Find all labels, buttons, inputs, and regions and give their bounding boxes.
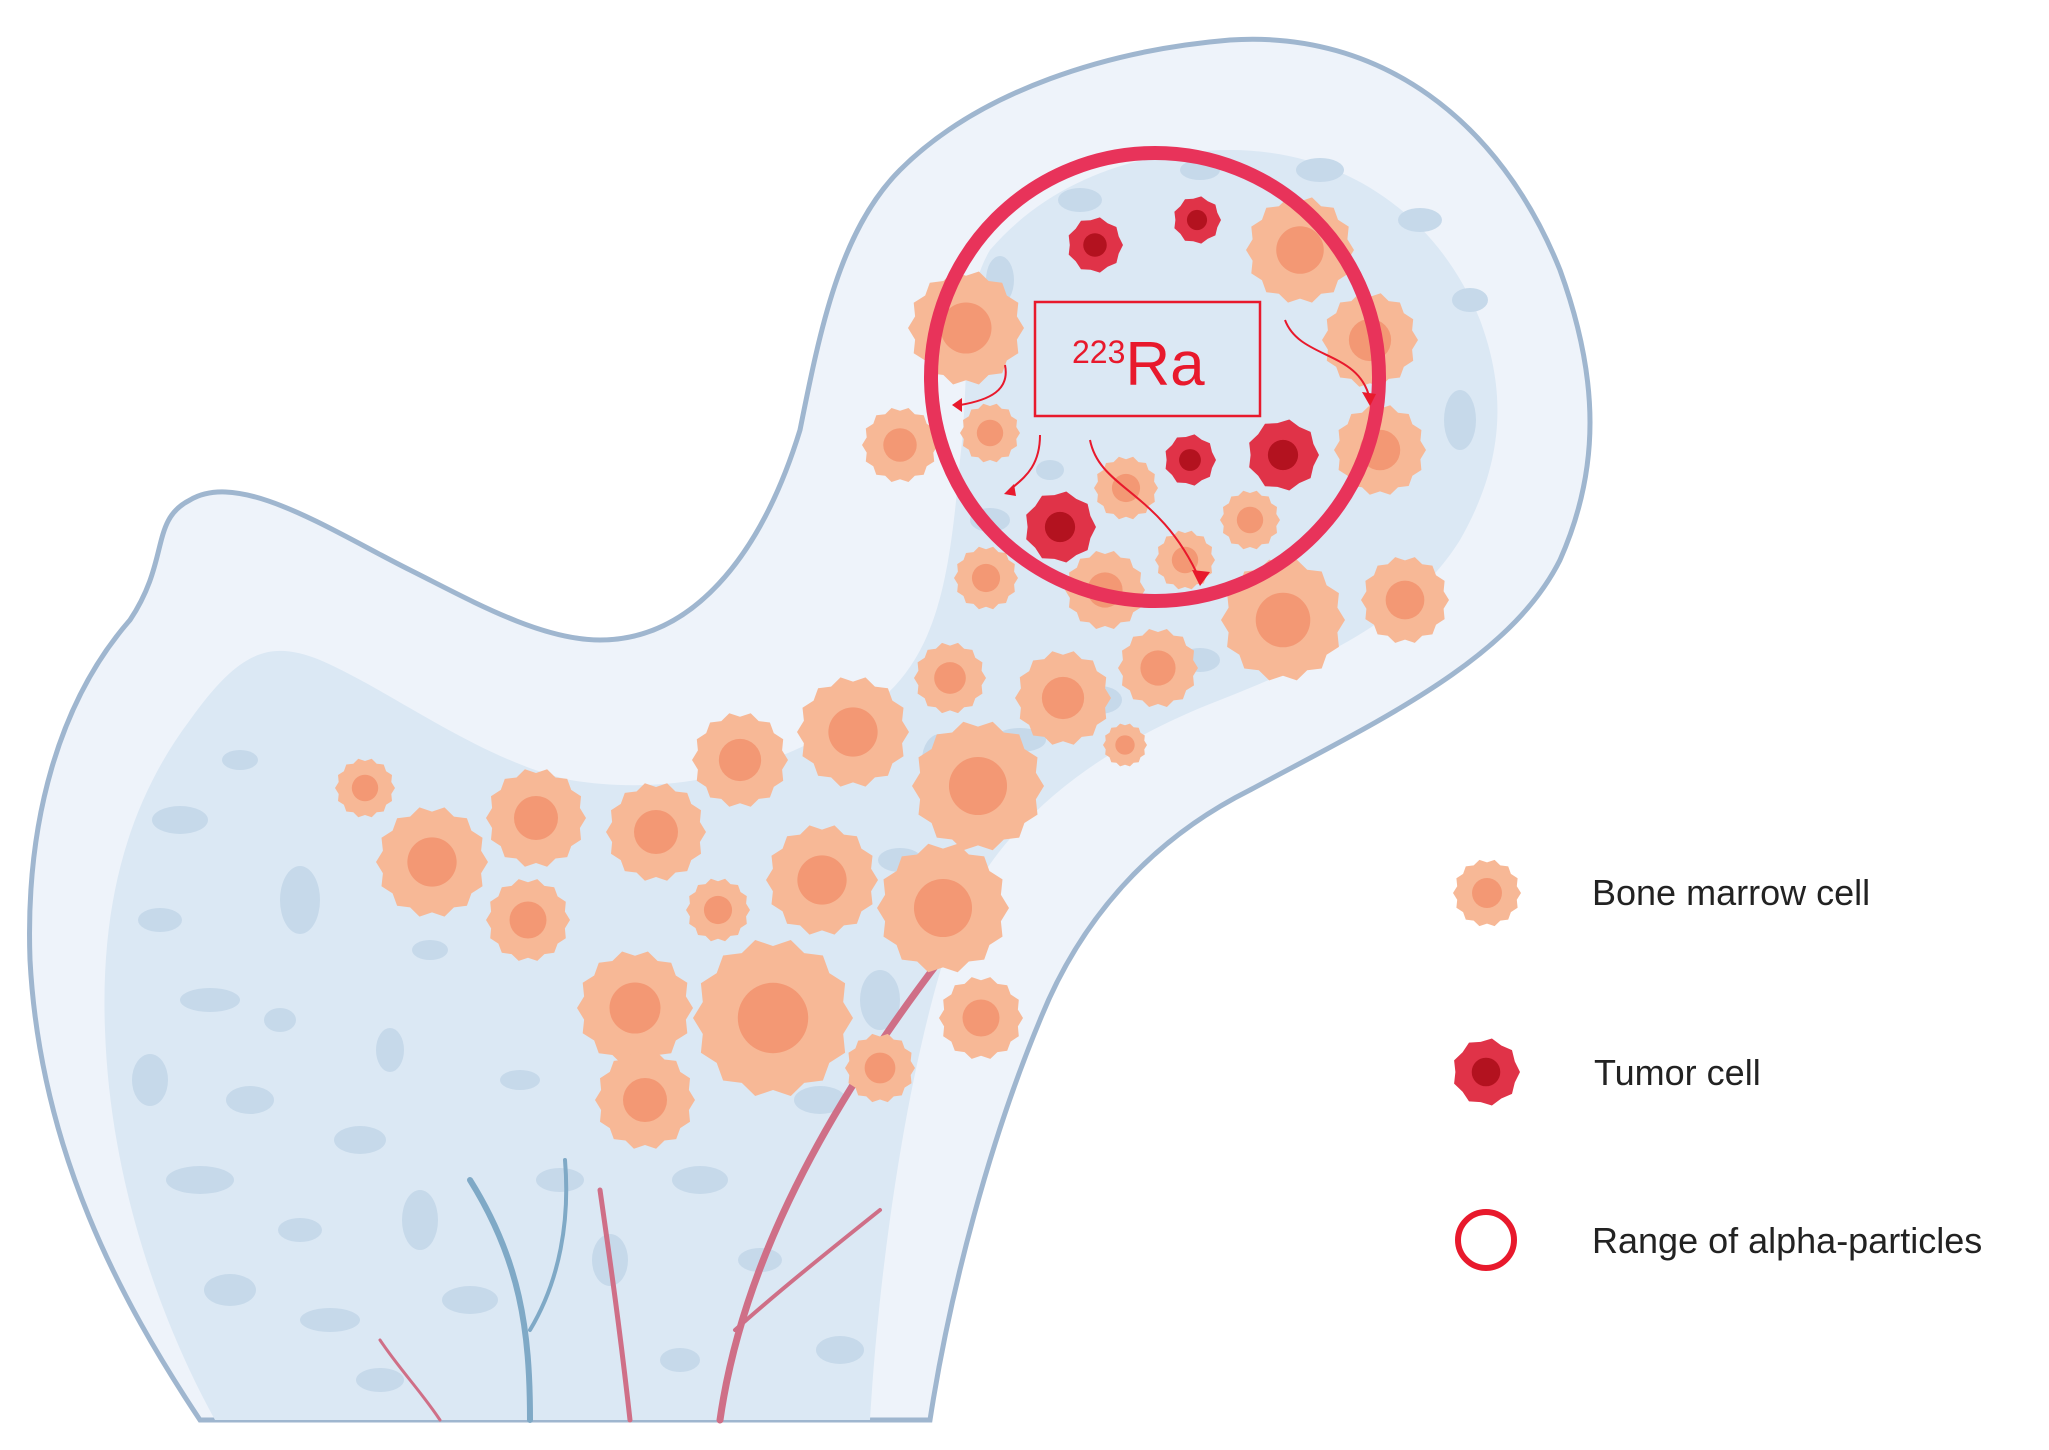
- legend-tumor-label: Tumor cell: [1594, 1052, 1761, 1093]
- arrowhead-3: [952, 398, 962, 412]
- legend-range-label: Range of alpha-particles: [1592, 1220, 1982, 1261]
- isotope-label-box: [1033, 300, 1262, 418]
- bone-marrow-cell-19: [1118, 629, 1198, 707]
- bone-marrow-cell-26-nucleus: [976, 419, 1004, 447]
- tumor-cell-2: [1174, 196, 1221, 244]
- tumor-cell-3: [1165, 434, 1216, 486]
- bone-marrow-cell-18-nucleus: [1041, 676, 1085, 720]
- cell-group: [335, 196, 1449, 1149]
- alpha-trail-2: [1284, 319, 1371, 401]
- bone-marrow-cell-5-nucleus: [509, 901, 547, 939]
- legend-bone-marrow-swatch-nucleus: [1472, 878, 1502, 908]
- bone-marrow-cell-11-nucleus: [797, 855, 847, 905]
- tumor-cell-1-nucleus: [1083, 233, 1107, 257]
- bone-marrow-cell-8: [693, 940, 853, 1096]
- bone-marrow-cell-12: [877, 843, 1009, 973]
- bone-marrow-cell-21-nucleus: [948, 756, 1008, 816]
- bone-marrow-cell-10-nucleus: [623, 1078, 667, 1122]
- bone-marrow-cell-32-nucleus: [1236, 506, 1264, 534]
- bone-marrow-cell-4: [606, 783, 706, 881]
- bone-marrow-cell-32: [1220, 490, 1280, 550]
- arrowhead-2: [1362, 392, 1376, 406]
- bone-marrow-cell-14-nucleus: [828, 707, 878, 757]
- tumor-cell-2-nucleus: [1186, 209, 1208, 231]
- bone-marrow-cell-8-nucleus: [737, 982, 809, 1054]
- arrowhead-4: [1004, 484, 1016, 496]
- bone-marrow-cell-10: [595, 1051, 695, 1149]
- bone-marrow-cell-3: [486, 769, 586, 867]
- trabecular-pattern: [132, 158, 1488, 1392]
- alpha-trail-1: [1089, 439, 1201, 581]
- bone-marrow-cell-23: [1361, 557, 1449, 643]
- bone-marrow-cell-22: [1221, 559, 1345, 681]
- bone-marrow-cell-1-nucleus: [351, 774, 379, 802]
- bone-marrow-cell-1: [335, 758, 395, 818]
- bone-marrow-cell-2-nucleus: [407, 837, 457, 887]
- bone-marrow-cell-24: [862, 408, 938, 482]
- bone-marrow-cell-21: [912, 721, 1044, 851]
- bone-marrow-cell-12-nucleus: [913, 878, 973, 938]
- bone-marrow-cell-16-nucleus: [971, 563, 1001, 593]
- bone-marrow-cell-22-nucleus: [1255, 592, 1311, 648]
- bone-marrow-cell-16: [954, 546, 1018, 610]
- tumor-cell-1: [1068, 217, 1123, 273]
- vessel-blue-2: [528, 1158, 569, 1332]
- alpha-range-circle: [924, 146, 1386, 608]
- tumor-cell-5: [1026, 491, 1096, 563]
- bone-marrow-cell-7-nucleus: [609, 982, 661, 1034]
- isotope-mass-number: 223: [1072, 334, 1125, 370]
- bone-marrow-cell-20: [1103, 723, 1147, 767]
- bone-marrow-cell-13: [939, 977, 1023, 1059]
- bone-marrow-cell-18: [1015, 651, 1111, 745]
- legend-tumor-swatch: [1454, 1038, 1520, 1106]
- bone-marrow-cell-11: [766, 825, 878, 935]
- legend-swatches: [1453, 859, 1521, 1106]
- marrow-cavity: [104, 150, 1498, 1420]
- bone-marrow-cell-13-nucleus: [962, 999, 1000, 1037]
- bone-marrow-cell-15: [692, 713, 788, 807]
- bone-marrow-cell-2: [376, 807, 488, 917]
- bone-marrow-cell-15-nucleus: [718, 738, 762, 782]
- bone-marrow-cell-25-nucleus: [940, 302, 992, 354]
- vessel-red-4: [378, 1338, 442, 1422]
- bone-marrow-cell-20-nucleus: [1115, 735, 1135, 755]
- bone-marrow-cell-28-nucleus: [1276, 226, 1324, 274]
- bone-marrow-cell-31-nucleus: [1171, 546, 1199, 574]
- bone-marrow-cell-4-nucleus: [634, 810, 678, 854]
- isotope-label: 223Ra: [1072, 330, 1205, 399]
- tumor-cell-4: [1249, 419, 1319, 491]
- vessel-blue-1: [467, 1177, 533, 1423]
- alpha-trail-3: [959, 364, 1007, 406]
- legend-range-swatch: [1455, 1209, 1517, 1271]
- bone-marrow-cell-6: [686, 878, 750, 942]
- bone-marrow-cell-9-nucleus: [864, 1052, 896, 1084]
- isotope-symbol: Ra: [1125, 330, 1205, 399]
- tumor-cell-5-nucleus: [1044, 511, 1076, 543]
- blood-vessels: [378, 956, 944, 1424]
- arrowhead-1: [1192, 570, 1210, 586]
- bone-marrow-cell-14: [797, 677, 909, 787]
- legend-bone-marrow-label: Bone marrow cell: [1592, 872, 1870, 913]
- alpha-particle-arrowheads: [952, 392, 1376, 586]
- vessel-red-3: [597, 1187, 633, 1423]
- bone-marrow-cell-23-nucleus: [1385, 580, 1425, 620]
- legend-bone-marrow-swatch: [1453, 859, 1521, 927]
- bone-marrow-cell-24-nucleus: [883, 428, 917, 462]
- bone-marrow-cell-9: [845, 1033, 915, 1103]
- legend-tumor-swatch-nucleus: [1471, 1057, 1501, 1087]
- vessel-red-1: [716, 956, 944, 1424]
- tumor-cell-4-nucleus: [1267, 439, 1299, 471]
- bone-marrow-cell-19-nucleus: [1140, 650, 1176, 686]
- bone-marrow-cell-3-nucleus: [514, 796, 558, 840]
- bone-marrow-cell-5: [486, 879, 570, 961]
- bone-marrow-cell-17-nucleus: [934, 662, 966, 694]
- vessel-red-2: [733, 1208, 882, 1332]
- bone-marrow-cell-6-nucleus: [703, 895, 733, 925]
- bone-marrow-cell-7: [577, 951, 693, 1065]
- legend: Bone marrow cell Tumor cell Range of alp…: [1453, 859, 1982, 1271]
- tumor-cell-3-nucleus: [1179, 449, 1201, 471]
- bone-marrow-cell-26: [960, 403, 1020, 463]
- bone-marrow-cell-17: [914, 642, 986, 714]
